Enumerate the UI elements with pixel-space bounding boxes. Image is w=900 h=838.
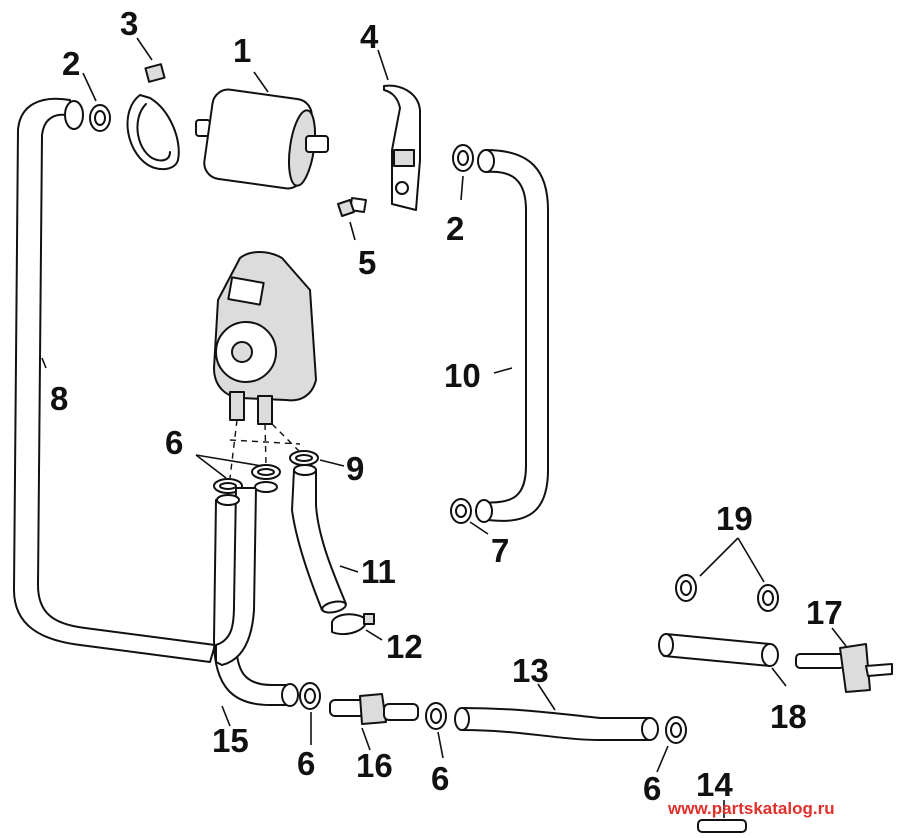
callout-2-left: 2 xyxy=(62,45,80,82)
pump-dashed-guides xyxy=(229,419,301,479)
callout-18: 18 xyxy=(770,698,807,735)
leader-lines xyxy=(41,37,847,818)
clamp-6-right xyxy=(665,716,687,744)
hose-18 xyxy=(658,633,779,667)
clamp-6-upper-right xyxy=(251,464,281,480)
callout-16: 16 xyxy=(356,747,393,784)
callout-8: 8 xyxy=(50,380,68,417)
callout-5: 5 xyxy=(358,244,376,281)
callout-2-right: 2 xyxy=(446,210,464,247)
fuel-pump xyxy=(213,251,317,425)
clamp-19-left xyxy=(675,574,697,602)
callout-14: 14 xyxy=(696,766,733,803)
screw-5 xyxy=(337,197,367,217)
clamp-12 xyxy=(331,613,375,636)
callout-6-middle: 6 xyxy=(431,760,449,797)
clamp-9 xyxy=(289,450,319,466)
fitting-17 xyxy=(795,643,893,693)
fuel-filter-1 xyxy=(195,88,329,190)
clamp-2-left xyxy=(89,104,111,132)
callout-9: 9 xyxy=(346,450,364,487)
callout-11: 11 xyxy=(361,553,396,590)
callout-7: 7 xyxy=(491,532,509,569)
callout-3: 3 xyxy=(120,5,138,42)
watermark-text: www.partskatalog.ru xyxy=(667,799,835,818)
hose-11 xyxy=(291,464,347,614)
callout-19: 19 xyxy=(716,500,753,537)
callout-4: 4 xyxy=(360,18,379,55)
hose-10 xyxy=(475,149,549,523)
clamp-6-middle xyxy=(425,702,447,730)
callout-1: 1 xyxy=(233,32,251,69)
callout-6-upper: 6 xyxy=(165,424,183,461)
clamp-7 xyxy=(450,498,472,524)
callout-17: 17 xyxy=(806,594,843,631)
clamp-2-right xyxy=(452,144,474,172)
nipple-14 xyxy=(697,819,747,833)
callout-13: 13 xyxy=(512,652,549,689)
hose-13 xyxy=(454,707,659,741)
callout-10: 10 xyxy=(444,357,481,394)
callout-12: 12 xyxy=(386,628,423,665)
callout-15: 15 xyxy=(212,722,249,759)
hose-8 xyxy=(13,97,216,663)
connector-16 xyxy=(329,693,419,725)
hose-15 xyxy=(213,481,299,707)
callout-6-bottom-left: 6 xyxy=(297,745,315,782)
callout-6-right: 6 xyxy=(643,770,661,807)
bracket-4 xyxy=(383,84,421,211)
clamp-19-right xyxy=(757,584,779,612)
clamp-6-bottom-left xyxy=(299,682,321,710)
strap-3 xyxy=(126,63,180,171)
